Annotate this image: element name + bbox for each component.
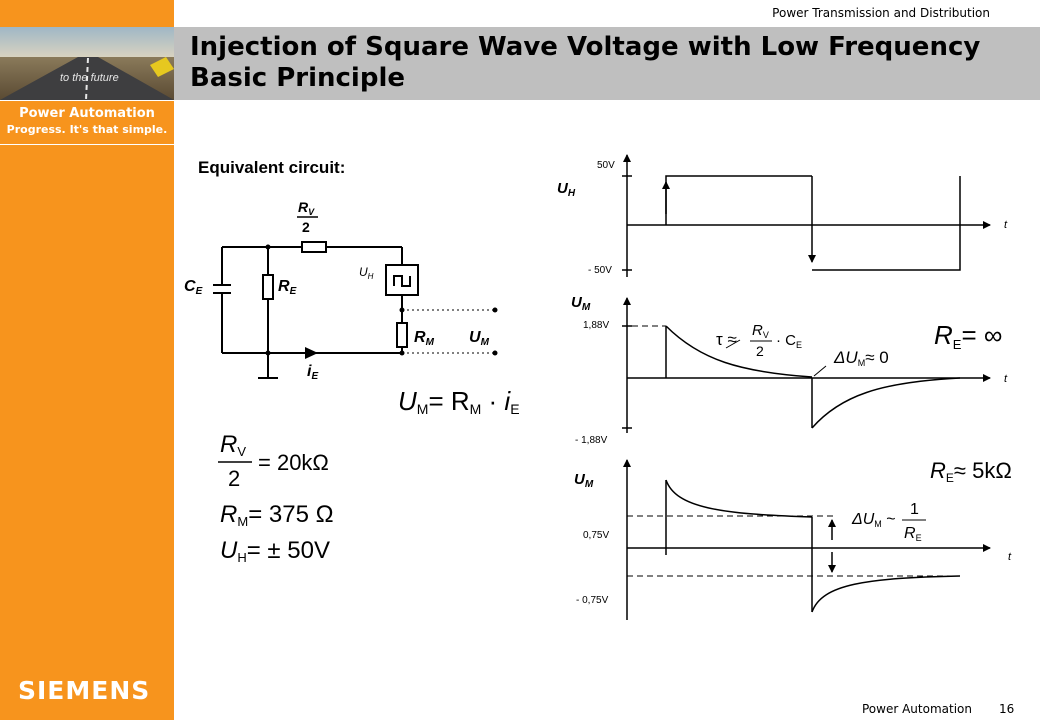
- plot3-decay-negative: [811, 575, 961, 613]
- plot3-re-label: RE≈ 5kΩ: [930, 458, 1012, 485]
- brand-title: Power Automation: [19, 106, 155, 121]
- plot1-tick-label-top: 50V: [597, 160, 615, 171]
- road-image: to the future: [0, 27, 174, 100]
- siemens-logo: SIEMENS: [18, 676, 151, 705]
- plot2-tau-pointer: [725, 339, 741, 349]
- plot2-xlabel: t: [1004, 373, 1008, 385]
- title-bar: Injection of Square Wave Voltage with Lo…: [174, 27, 1040, 100]
- resistor-rv: [301, 241, 327, 253]
- plot2-tick-label-bottom: - 1,88V: [575, 435, 608, 446]
- page-title: Injection of Square Wave Voltage with Lo…: [190, 32, 980, 94]
- svg-text:to the future: to the future: [60, 72, 119, 84]
- brand-box: Power Automation Progress. It's that sim…: [0, 100, 174, 145]
- formula-rm: RM= 375 Ω: [220, 501, 334, 529]
- circuit-nodes: [265, 244, 498, 356]
- formula-rv-den: 2: [228, 466, 240, 491]
- label-um: UM: [469, 329, 490, 348]
- brand-photo: to the future: [0, 27, 174, 100]
- plot2-decay-negative: [811, 377, 961, 429]
- resistor-re: [262, 274, 274, 300]
- formula-um: UM= RM · iE: [398, 386, 520, 417]
- label-re: RE: [278, 278, 297, 297]
- plot2-decay-positive: [665, 325, 813, 378]
- current-arrow-icon: [305, 347, 318, 359]
- formula-uh: UH= ± 50V: [220, 537, 330, 565]
- plot3-ylabel: UM: [574, 471, 594, 490]
- equivalent-circuit-heading: Equivalent circuit:: [198, 158, 346, 177]
- plot1-tick-label-bottom: - 50V: [588, 265, 612, 276]
- label-rm: RM: [414, 329, 435, 348]
- plot2-tick-label-top: 1,88V: [583, 320, 609, 331]
- plot1-wave-high: [665, 175, 812, 225]
- plot3-xlabel: t: [1008, 551, 1012, 563]
- plot3-tick-label-bottom: - 0,75V: [576, 595, 609, 606]
- formula-rv-num: RV: [220, 431, 246, 459]
- plot1-xlabel: t: [1004, 219, 1008, 231]
- plot1-wave-low: [812, 176, 961, 271]
- plot3-decay-positive: [665, 479, 813, 518]
- resistor-rm: [396, 322, 408, 348]
- road-sign-icon: [150, 57, 174, 77]
- plot3-delta-label: ΔUM ~: [851, 511, 896, 529]
- footer-section: Power Automation: [862, 702, 972, 716]
- label-rv: RV: [298, 199, 315, 217]
- plot2-tau-capacitance: · CE: [776, 332, 802, 350]
- label-ce: CE: [184, 278, 203, 297]
- plot-um-re-5k: UM 0,75V - 0,75V t RE≈ 5kΩ ΔUM ~ 1 RE: [574, 458, 1012, 620]
- plot-uh: UH 50V - 50V t: [557, 154, 1008, 277]
- plot2-tau-denominator: 2: [756, 343, 764, 359]
- brand-slogan: Progress. It's that simple.: [6, 123, 168, 136]
- plot-um-re-infinite: UM 1,88V - 1,88V t τ ≈ RV 2 · CE ΔUM≈ 0 …: [571, 294, 1008, 446]
- formula-rv-value: = 20kΩ: [258, 450, 329, 475]
- plot3-fraction-denominator: RE: [904, 525, 922, 543]
- label-rv-denominator: 2: [302, 219, 310, 235]
- label-uh: UH: [359, 265, 374, 281]
- label-ie: iE: [307, 363, 318, 382]
- plot3-fraction-numerator: 1: [910, 501, 919, 518]
- equivalent-circuit: [213, 241, 419, 379]
- plot3-tick-label-top: 0,75V: [583, 530, 609, 541]
- title-line-2: Basic Principle: [190, 63, 405, 93]
- plot2-delta-pointer: [813, 365, 827, 377]
- plot2-tau-label: τ ≈: [716, 330, 737, 349]
- square-wave-icon: [393, 275, 411, 287]
- title-line-1: Injection of Square Wave Voltage with Lo…: [190, 32, 981, 62]
- plot2-delta-label: ΔUM≈ 0: [833, 348, 889, 368]
- page-number: 16: [999, 702, 1015, 716]
- plot1-ylabel: UH: [557, 180, 576, 199]
- division-label: Power Transmission and Distribution: [772, 6, 990, 20]
- plot2-tau-numerator: RV: [752, 322, 769, 340]
- plot2-ylabel: UM: [571, 294, 591, 313]
- plot2-re-label: RE= ∞: [934, 320, 1002, 352]
